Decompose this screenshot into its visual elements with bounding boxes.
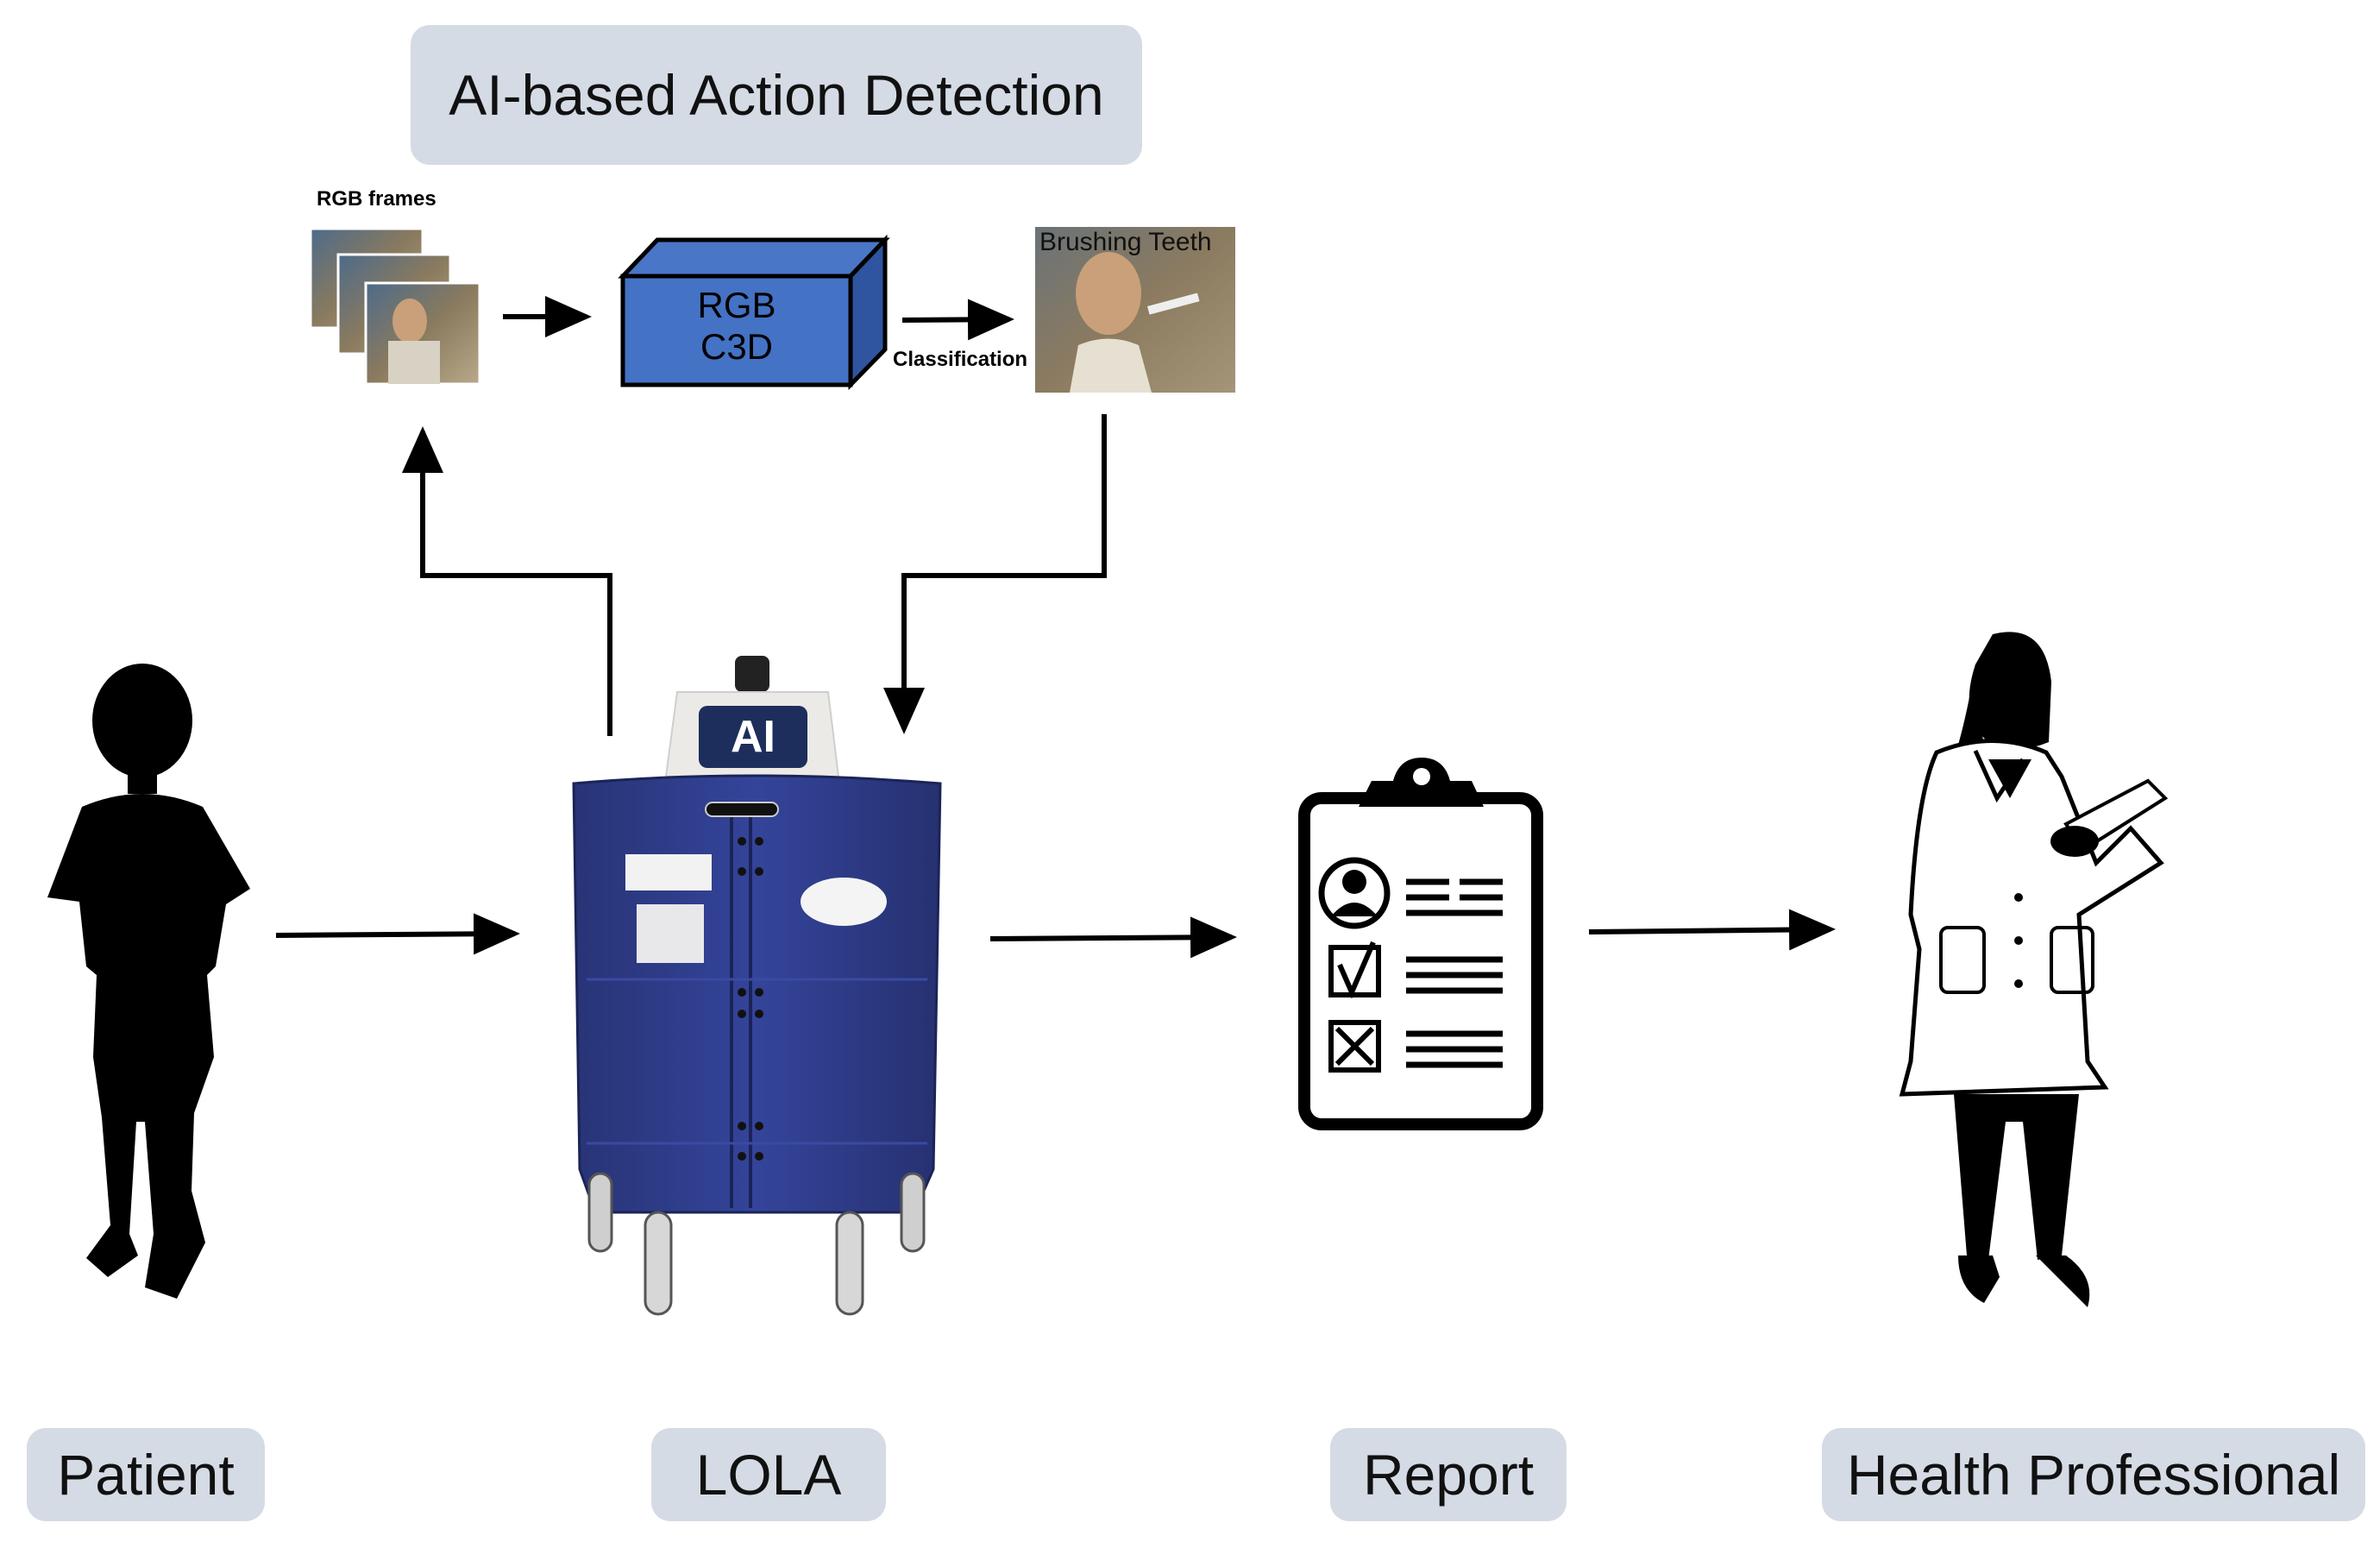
stage-label-lola-text: LOLA — [695, 1443, 842, 1507]
arrow-robot-to-frames — [402, 426, 612, 736]
report-clipboard-icon — [1298, 758, 1543, 1130]
model-label-line1: RGB — [697, 285, 776, 325]
health-professional-figure — [1899, 632, 2169, 1307]
stage-label-health-professional: Health Professional — [1822, 1428, 2365, 1521]
rgb-frames-stack — [309, 227, 481, 386]
patient-silhouette — [47, 664, 250, 1299]
arrow-patient-to-robot — [275, 913, 520, 955]
classification-edge-label: Classification — [893, 348, 1028, 371]
stage-label-health-professional-text: Health Professional — [1846, 1443, 2341, 1507]
stage-label-lola: LOLA — [651, 1428, 886, 1521]
frame-shirt — [388, 341, 440, 384]
stage-label-patient-text: Patient — [57, 1443, 235, 1507]
stage-label-patient: Patient — [27, 1428, 265, 1521]
frame-face — [392, 299, 427, 343]
action-output-label: Brushing Teeth — [1039, 228, 1212, 256]
arrow-output-to-robot — [883, 414, 1107, 734]
model-label: RGB C3D — [623, 285, 851, 368]
arrow-model-to-output — [901, 299, 1014, 341]
rgb-frames-label: RGB frames — [317, 187, 436, 211]
title-pill: AI-based Action Detection — [411, 25, 1142, 165]
stage-label-report: Report — [1330, 1428, 1567, 1521]
c3d-model-box — [618, 234, 890, 391]
stage-label-report-text: Report — [1362, 1443, 1535, 1507]
model-label-line2: C3D — [700, 326, 774, 367]
diagram-title: AI-based Action Detection — [449, 63, 1104, 127]
arrow-robot-to-report — [989, 916, 1237, 959]
arrow-report-to-professional — [1588, 909, 1836, 951]
ai-badge-text: AI — [731, 712, 776, 762]
classified-frame — [1035, 227, 1235, 393]
lola-robot — [572, 656, 942, 1316]
